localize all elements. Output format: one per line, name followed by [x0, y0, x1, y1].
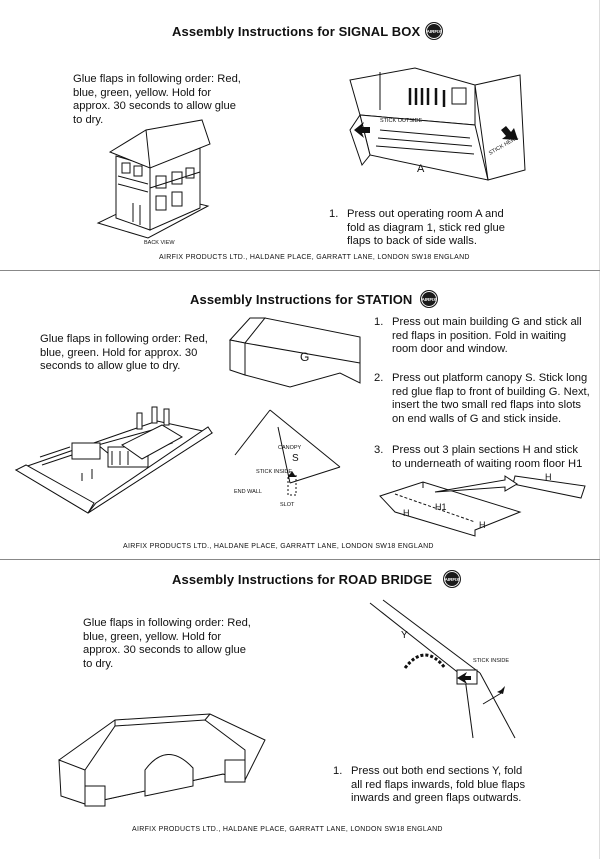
- canopy-label: CANOPY: [278, 445, 302, 451]
- airfix-logo-icon: AIRFIX: [420, 290, 438, 308]
- stick-outside-label: STICK OUTSIDE: [380, 118, 423, 124]
- signal-box-back-view-drawing: BACK VIEW: [96, 119, 211, 246]
- section-divider: [0, 559, 600, 560]
- glue-instructions-road-bridge: Glue flaps in following order: Red, blue…: [83, 617, 251, 670]
- section-title-road-bridge: Assembly Instructions for ROAD BRIDGE: [172, 572, 433, 587]
- road-bridge-step-1: 1. Press out both end sections Y, fold a…: [333, 765, 533, 806]
- footer-address-road-bridge: AIRFIX PRODUCTS LTD., HALDANE PLACE, GAR…: [132, 826, 443, 833]
- section-title-signal-box: Assembly Instructions for SIGNAL BOX: [172, 24, 421, 39]
- part-h1-label: H1: [435, 502, 447, 512]
- airfix-logo-icon: AIRFIX: [425, 22, 443, 40]
- step-number: 3.: [374, 444, 384, 456]
- part-y-label: Y: [401, 630, 408, 641]
- step-text: Press out main building G and stick all …: [392, 316, 582, 355]
- section-divider: [0, 270, 600, 271]
- stick-inside-label: STICK INSIDE: [256, 469, 292, 475]
- glue-instructions-station: Glue flaps in following order: Red, blue…: [40, 333, 208, 372]
- station-step-1: 1. Press out main building G and stick a…: [374, 316, 590, 357]
- road-bridge-drawing: [58, 713, 266, 807]
- slot-label: SLOT: [280, 502, 295, 508]
- step-text: Press out both end sections Y, fold all …: [351, 765, 526, 804]
- part-g-label: G: [300, 350, 309, 364]
- footer-address-signal-box: AIRFIX PRODUCTS LTD., HALDANE PLACE, GAR…: [159, 254, 470, 261]
- part-h-label: H: [545, 472, 552, 482]
- section-title-station: Assembly Instructions for STATION: [190, 292, 413, 307]
- part-h-label: H: [403, 508, 410, 518]
- platform-canopy-s-diagram: CANOPY S STICK INSIDE END WALL SLOT: [234, 409, 341, 508]
- station-step-3: 3. Press out 3 plain sections H and stic…: [374, 444, 590, 471]
- glue-instructions-signal-box: Glue flaps in following order: Red, blue…: [73, 73, 241, 126]
- end-wall-label: END WALL: [234, 489, 262, 495]
- waiting-room-floor-h1-diagram: H1 H H H: [379, 472, 586, 537]
- step-number: 2.: [374, 372, 384, 384]
- end-section-y-diagram: Y STICK INSIDE: [369, 599, 516, 739]
- step-text: Press out 3 plain sections H and stick t…: [392, 444, 583, 470]
- main-building-g-diagram: G: [229, 317, 361, 388]
- step-text: Press out operating room A and fold as d…: [347, 208, 505, 247]
- signal-box-step-1: 1. Press out operating room A and fold a…: [329, 208, 524, 249]
- station-step-2: 2. Press out platform canopy S. Stick lo…: [374, 372, 590, 426]
- operating-room-a-diagram: STICK OUTSIDE STICK HERE A: [349, 67, 526, 181]
- step-number: 1.: [333, 765, 343, 777]
- stick-inside-label: STICK INSIDE: [473, 658, 509, 664]
- airfix-logo-icon: AIRFIX: [443, 570, 461, 588]
- part-a-label: A: [417, 163, 425, 175]
- part-s-label: S: [292, 453, 299, 464]
- step-number: 1.: [374, 316, 384, 328]
- footer-address-station: AIRFIX PRODUCTS LTD., HALDANE PLACE, GAR…: [123, 543, 434, 550]
- station-layout-drawing: [14, 406, 214, 514]
- step-number: 1.: [329, 208, 339, 220]
- back-view-label: BACK VIEW: [144, 240, 175, 246]
- step-text: Press out platform canopy S. Stick long …: [392, 372, 590, 425]
- part-h-label: H: [479, 520, 486, 530]
